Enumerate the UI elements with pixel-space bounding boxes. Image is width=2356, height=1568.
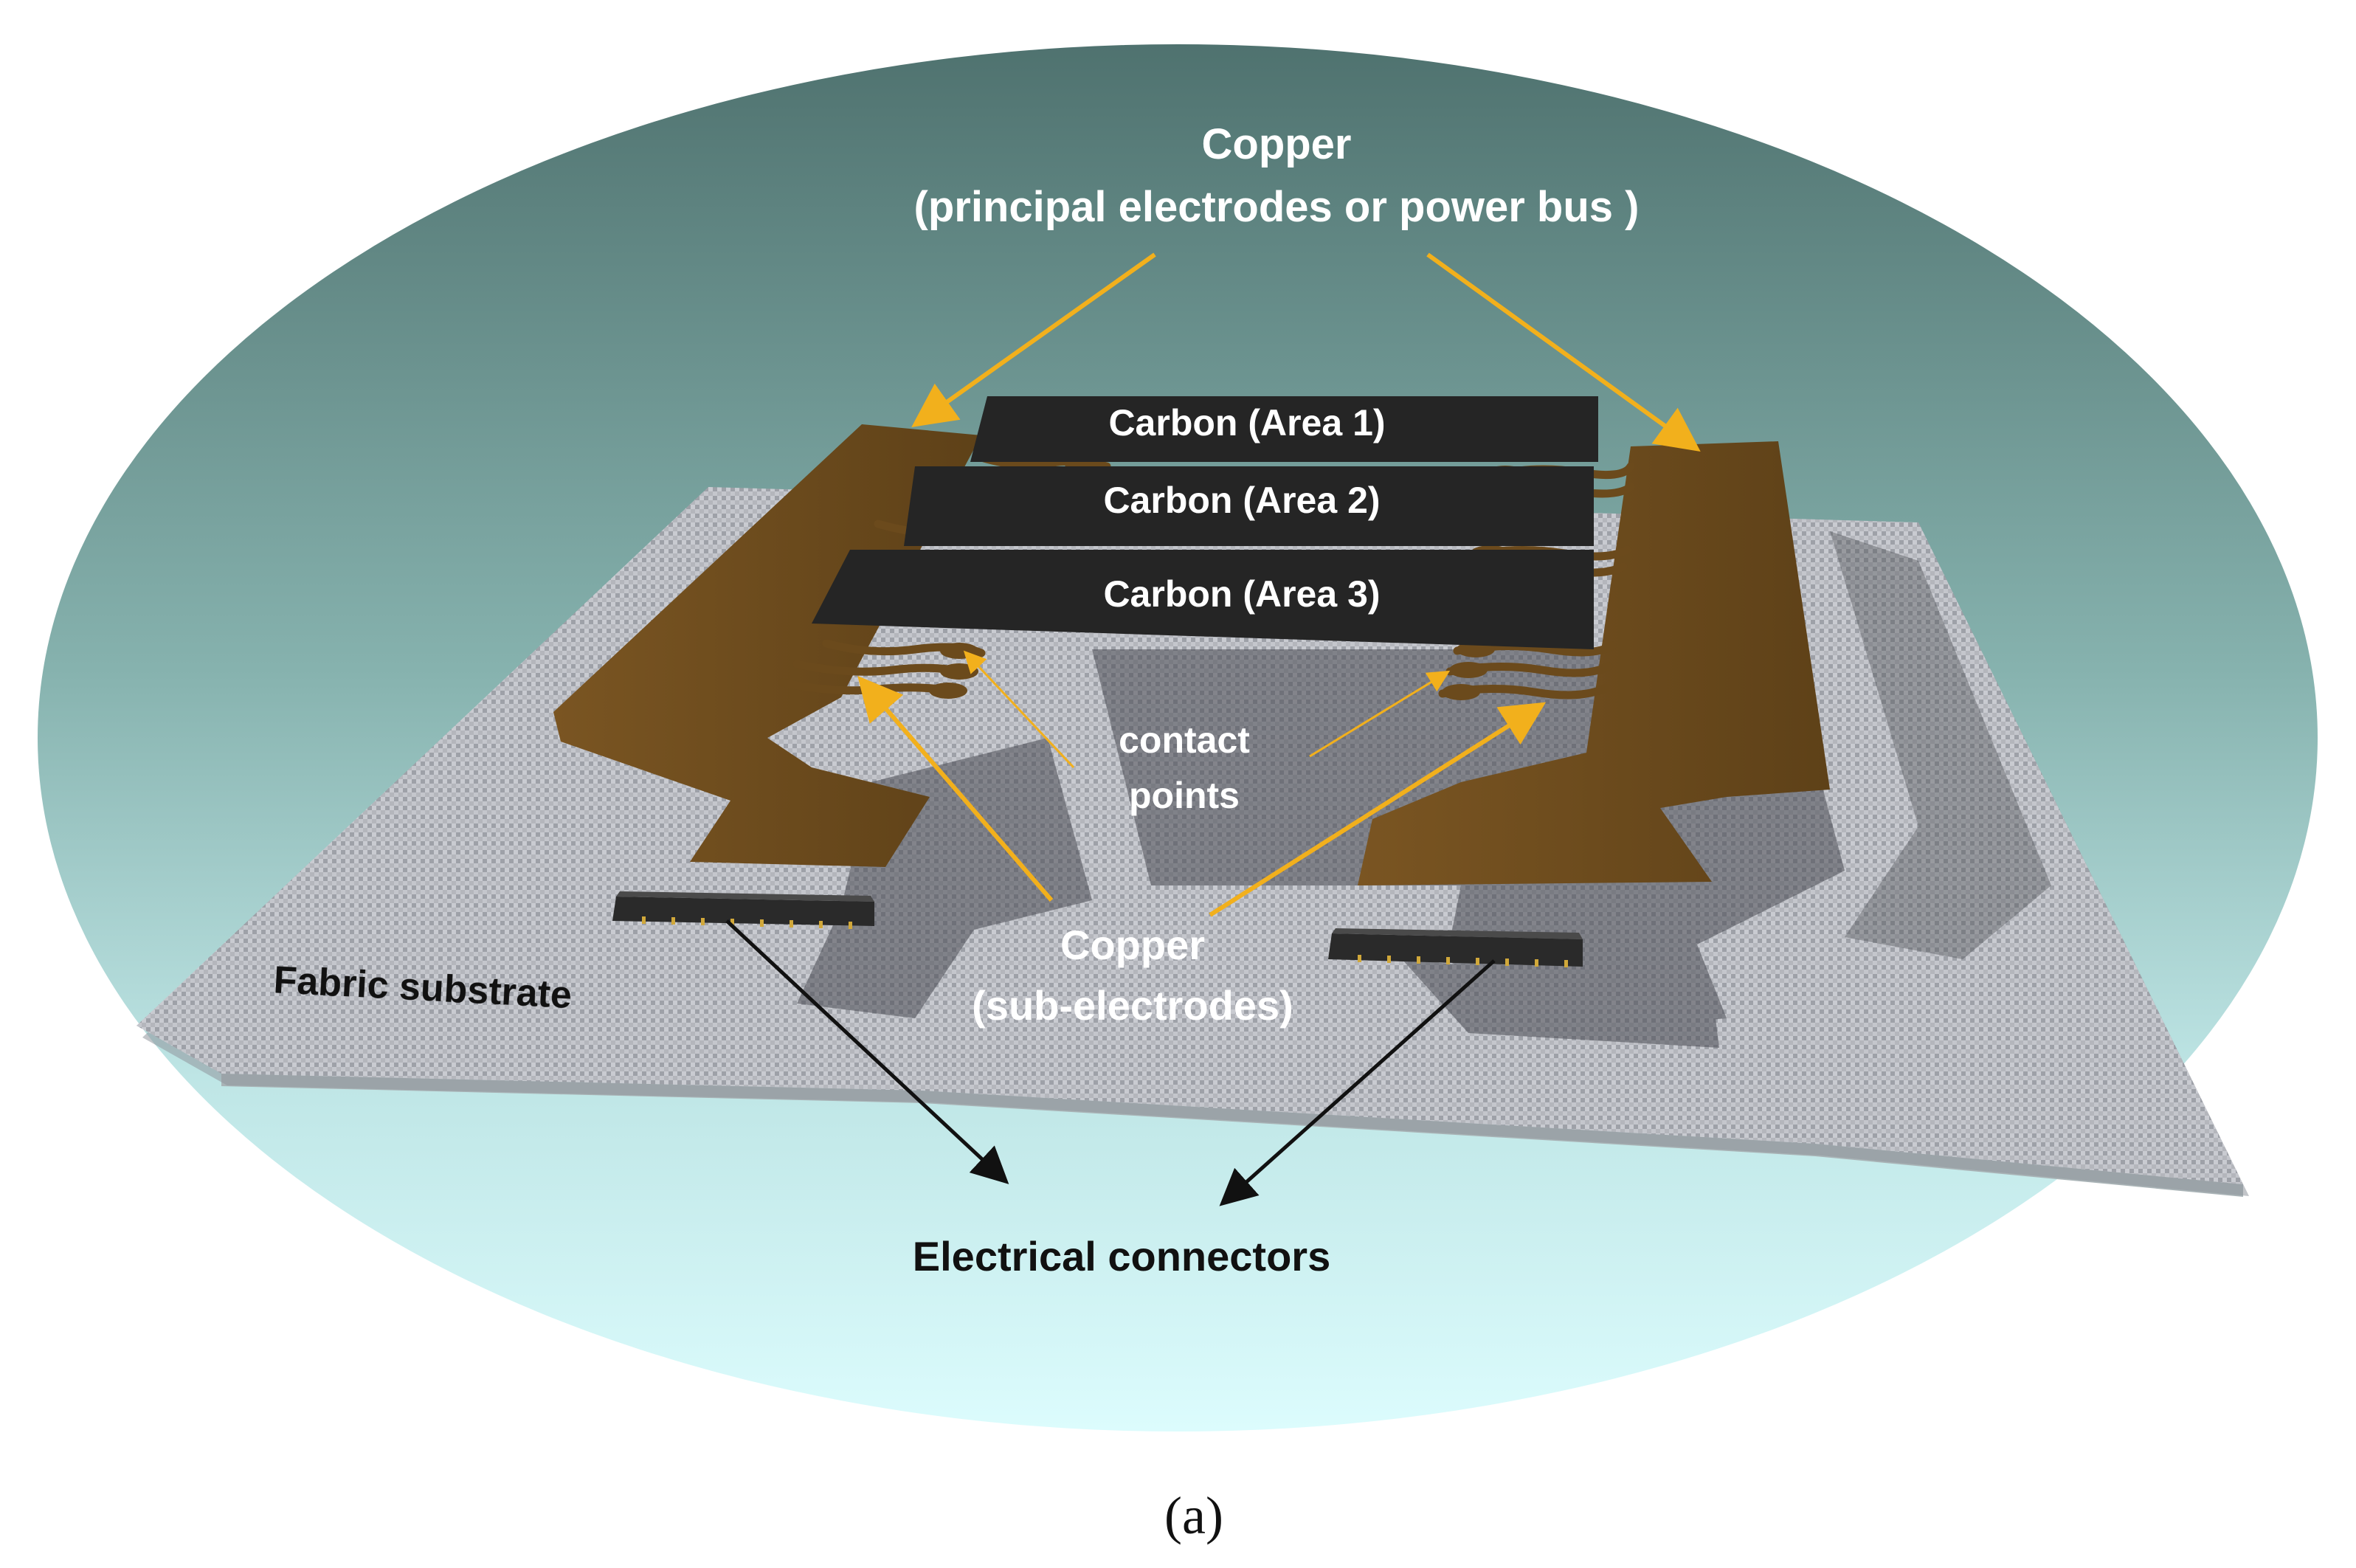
panel-label: (a) [1164, 1486, 1223, 1545]
arrow-sub-right [1209, 702, 1547, 917]
copper-principal-electrode-left [553, 424, 981, 867]
copper-principal-label-line2: (principal electrodes or power bus ) [914, 183, 1640, 231]
copper-sub-label-line1: Copper [1060, 922, 1205, 968]
copper-sub-label-line2: (sub-electrodes) [972, 982, 1293, 1029]
arrow-contact-left [963, 650, 1075, 769]
carbon-area-3-label: Carbon (Area 3) [1103, 573, 1380, 615]
carbon-area-1 [970, 396, 1598, 462]
yellow-arrows [857, 252, 1701, 917]
contact-points-label-line1: contact [1119, 719, 1250, 761]
arrow-contact-right [1309, 670, 1451, 758]
electrical-connectors-label: Electrical connectors [913, 1233, 1330, 1279]
arrow-sub-left [857, 675, 1054, 902]
carbon-area-3 [812, 550, 1594, 649]
arrow-principal-left [911, 252, 1156, 427]
carbon-area-2-label: Carbon (Area 2) [1103, 480, 1380, 521]
contact-points-label-line2: points [1129, 775, 1240, 816]
copper-principal-label-line1: Copper [1202, 120, 1352, 168]
carbon-area-1-label: Carbon (Area 1) [1108, 402, 1385, 443]
electrical-connector-right [1328, 928, 1583, 967]
arrow-connector-left [725, 919, 1009, 1184]
carbon-area-2 [904, 466, 1594, 546]
electrical-connector-left [612, 891, 874, 929]
arrow-principal-right [1426, 252, 1701, 452]
black-arrows [725, 919, 1496, 1206]
copper-principal-electrode-right [1358, 441, 1830, 885]
arrow-connector-right [1219, 959, 1496, 1206]
